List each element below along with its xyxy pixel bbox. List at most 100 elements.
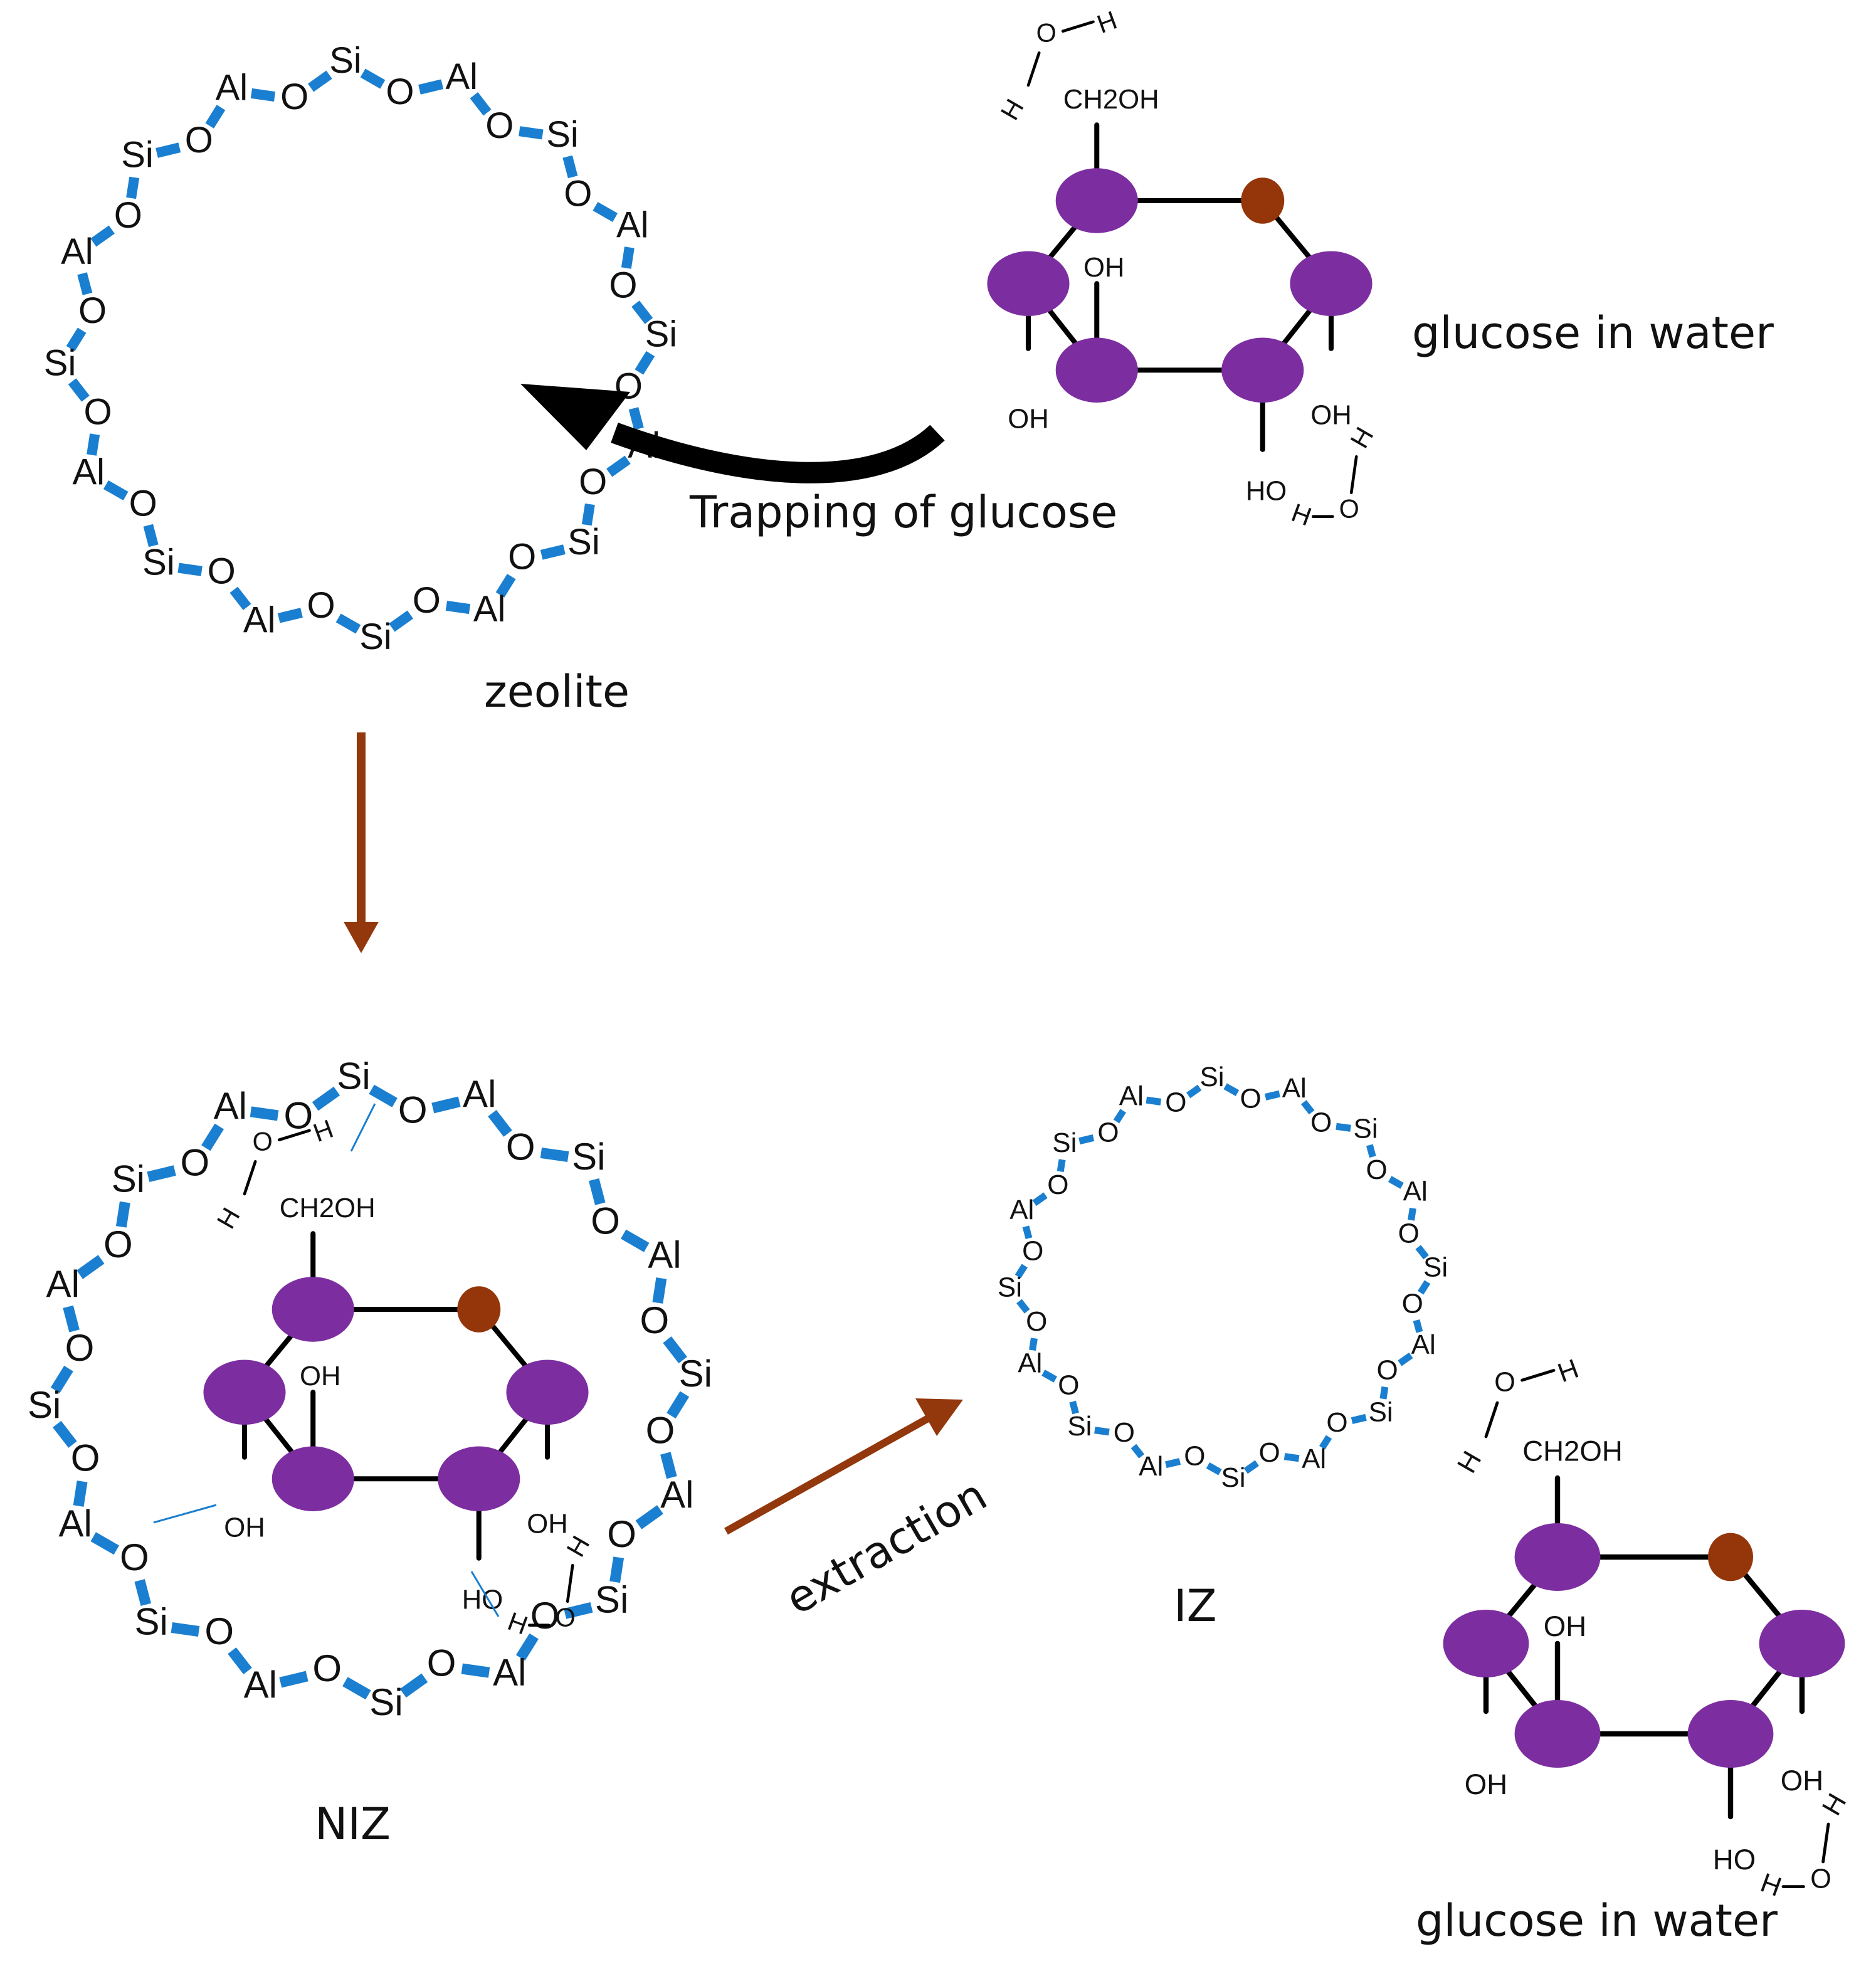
- framework-bond: [1418, 1280, 1431, 1295]
- framework-atom-label: O: [280, 77, 308, 117]
- chemical-bond: [1026, 51, 1041, 87]
- framework-atom-label: Al: [473, 589, 506, 630]
- hydroxyl-label-bottom: HO: [1246, 475, 1287, 506]
- framework-bond: [73, 1481, 88, 1507]
- framework-atom-label: O: [1259, 1437, 1280, 1468]
- framework-atom-label: Al: [463, 1073, 496, 1115]
- zeolite-label: zeolite: [484, 666, 630, 717]
- chemical-bond: [1061, 20, 1095, 33]
- framework-atom-label: Si: [645, 314, 678, 354]
- framework-bond: [564, 1602, 593, 1619]
- glucose-carbon-atom: [271, 1277, 354, 1342]
- hydroxyl-label-right: OH: [527, 1509, 568, 1539]
- water-hydrogen-label: H: [1452, 1446, 1487, 1478]
- framework-bond: [76, 1255, 105, 1279]
- water-oxygen-label: O: [253, 1127, 273, 1156]
- hydrogen-bond-line: [470, 1571, 500, 1617]
- hydroxyl-label-left: OH: [224, 1512, 265, 1543]
- framework-bond: [445, 601, 471, 615]
- framework-bond: [171, 1622, 200, 1637]
- framework-bond: [519, 126, 544, 140]
- water-hydrogen-label: H: [310, 1114, 337, 1148]
- framework-atom-label: Si: [112, 1158, 145, 1200]
- water-oxygen-label: O: [1036, 18, 1057, 47]
- water-oxygen-label: O: [1810, 1864, 1831, 1894]
- framework-bond: [652, 1277, 667, 1304]
- down-process-arrow: [344, 732, 379, 953]
- hydrogen-bond-line: [350, 1103, 376, 1152]
- framework-bond: [1398, 1352, 1413, 1366]
- framework-atom-label: Al: [72, 451, 105, 492]
- framework-bond: [1206, 1462, 1222, 1476]
- framework-bond: [1078, 1134, 1095, 1145]
- framework-atom-label: O: [129, 483, 157, 524]
- framework-atom-label: O: [208, 551, 236, 592]
- chemical-bond: [1484, 1401, 1499, 1439]
- glucose-carbon-atom: [1759, 1610, 1845, 1677]
- framework-bond: [177, 562, 203, 576]
- framework-bond: [1408, 1207, 1416, 1221]
- framework-bond: [1283, 1453, 1300, 1462]
- framework-bond: [250, 88, 276, 102]
- framework-bond: [470, 92, 492, 116]
- glucose-carbon-atom: [271, 1446, 354, 1511]
- framework-atom-label: Al: [1403, 1176, 1428, 1207]
- framework-atom-label: O: [204, 1610, 234, 1652]
- hydroxyl-label-left: OH: [1465, 1768, 1507, 1800]
- framework-atom-label: O: [1402, 1289, 1423, 1319]
- trapping-of-glucose-label: Trapping of glucose: [689, 487, 1117, 538]
- glucose-in-water-label-bottom: glucose in water: [1416, 1895, 1778, 1946]
- water-oxygen-label: O: [1339, 494, 1359, 523]
- framework-atom-label: O: [591, 1200, 620, 1242]
- framework-bond: [1388, 1176, 1404, 1189]
- framework-atom-label: O: [609, 265, 637, 305]
- framework-atom-label: Si: [998, 1272, 1022, 1303]
- framework-atom-label: O: [1026, 1306, 1047, 1337]
- framework-bond: [307, 70, 332, 92]
- framework-atom-label: O: [564, 173, 592, 214]
- framework-bond: [635, 1505, 663, 1529]
- water-hydrogen-label: H: [504, 1607, 532, 1640]
- framework-bond: [279, 1671, 308, 1688]
- glucose-carbon-atom: [438, 1446, 520, 1511]
- framework-atom-label: O: [427, 1642, 456, 1684]
- framework-atom-label: Al: [46, 1263, 80, 1305]
- framework-atom-label: Al: [1009, 1195, 1034, 1225]
- framework-bond: [621, 1229, 650, 1252]
- hydroxyl-label-inner: OH: [1083, 252, 1125, 283]
- framework-bond: [53, 1420, 77, 1448]
- hydrogen-bond-line: [153, 1504, 217, 1524]
- framework-bond: [147, 1165, 176, 1183]
- framework-atom-label: O: [1097, 1117, 1119, 1148]
- framework-bond: [229, 586, 251, 610]
- framework-atom-label: O: [1310, 1107, 1332, 1138]
- chemical-bond: [1520, 1368, 1556, 1382]
- framework-bond: [588, 1178, 606, 1205]
- glucose-carbon-atom: [1221, 337, 1304, 403]
- framework-bond: [335, 613, 361, 634]
- framework-atom-label: O: [78, 290, 107, 331]
- glucose-in-water-label-top: glucose in water: [1412, 307, 1774, 359]
- glucose-carbon-atom: [1514, 1700, 1601, 1768]
- framework-atom-label: Al: [1282, 1073, 1307, 1104]
- framework-bond: [1041, 1370, 1057, 1383]
- framework-bond: [90, 1532, 119, 1555]
- glucose-carbon-atom: [1290, 251, 1373, 316]
- framework-atom-label: Si: [546, 114, 579, 155]
- framework-bond: [1113, 1109, 1127, 1124]
- chemical-bond: [277, 1129, 311, 1142]
- ch2oh-group-label: CH2OH: [1063, 84, 1159, 115]
- framework-bond: [418, 79, 444, 95]
- ch2oh-group-label: CH2OH: [1522, 1435, 1623, 1467]
- glucose-ring-oxygen-atom: [457, 1286, 501, 1333]
- framework-atom-label: O: [103, 1223, 133, 1265]
- framework-atom-label: Si: [679, 1353, 712, 1395]
- framework-bond: [90, 225, 115, 247]
- framework-atom-label: O: [413, 580, 441, 621]
- framework-bond: [1186, 1084, 1202, 1099]
- framework-atom-label: O: [1326, 1407, 1347, 1438]
- framework-atom-label: Al: [243, 600, 276, 641]
